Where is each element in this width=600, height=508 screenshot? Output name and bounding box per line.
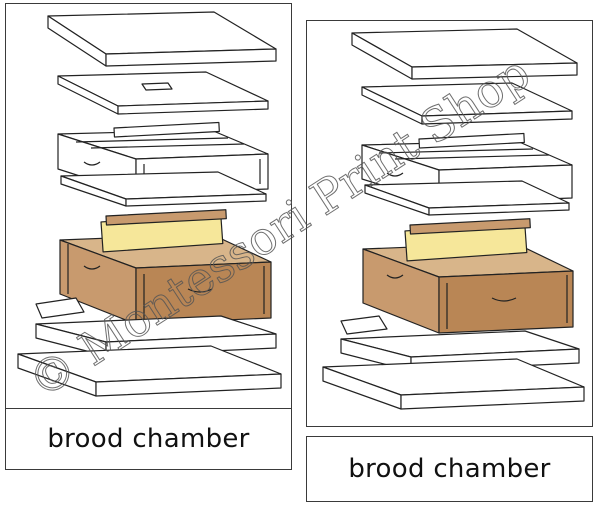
hive-stand [322, 358, 585, 410]
brood-chamber-highlighted [362, 218, 574, 334]
queen-excluder [60, 171, 267, 207]
picture-card-left [5, 3, 292, 470]
inner-cover [361, 82, 573, 125]
outer-cover [47, 11, 277, 67]
queen-excluder [364, 180, 570, 216]
hive-stand [17, 345, 282, 397]
card-label-right: brood chamber [348, 454, 551, 484]
outer-cover [351, 28, 578, 80]
card-label-left: brood chamber [47, 424, 250, 454]
beehive-illustration-right [322, 28, 585, 410]
beehive-illustration-left [17, 11, 282, 397]
brood-chamber-highlighted [59, 209, 272, 325]
picture-card-right [306, 20, 593, 427]
inner-cover [57, 71, 269, 115]
label-card-right: brood chamber [306, 436, 593, 502]
label-card-left: brood chamber [5, 408, 292, 470]
